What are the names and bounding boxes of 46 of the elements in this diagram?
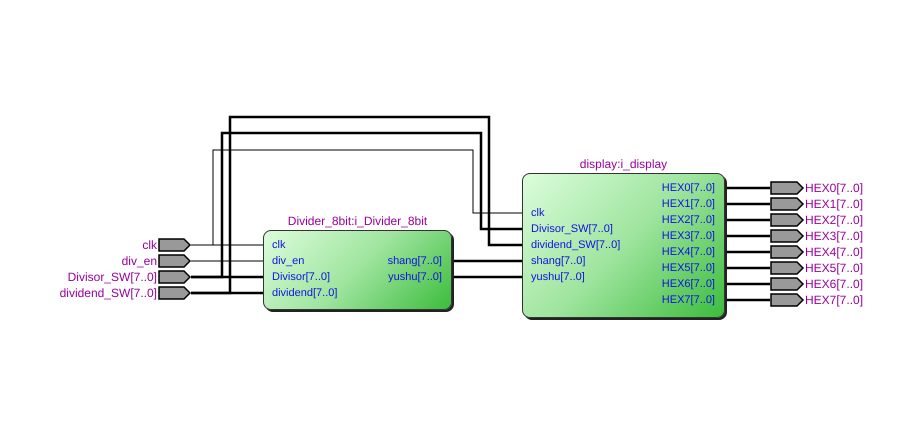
wire: [452, 276, 522, 278]
pin-name: HEX1[7..0]: [805, 197, 864, 211]
port-label: div_en: [263, 254, 304, 268]
port-label: HEX4[7..0]: [662, 245, 725, 259]
port-label: Divisor[7..0]: [263, 270, 330, 284]
port-label: shang[7..0]: [388, 254, 452, 268]
wire: [725, 186, 770, 190]
wire: [725, 250, 770, 254]
wire: [725, 282, 770, 286]
wire: [191, 116, 522, 294]
wire: [725, 234, 770, 238]
pin-name: dividend_SW[7..0]: [60, 286, 157, 300]
pin-name: HEX4[7..0]: [805, 245, 864, 259]
port-label: dividend[7..0]: [263, 286, 338, 300]
port-label: HEX7[7..0]: [662, 293, 725, 307]
wire: [725, 202, 770, 206]
pin-name: div_en: [122, 254, 157, 268]
port-label: clk: [263, 238, 286, 252]
port-label: HEX6[7..0]: [662, 277, 725, 291]
port-label: yushu[7..0]: [388, 270, 452, 284]
port-label: HEX5[7..0]: [662, 261, 725, 275]
wire: [191, 132, 522, 278]
wire: [725, 266, 770, 270]
pin-name: clk: [142, 238, 157, 252]
wire: [452, 260, 522, 262]
pin-name: HEX6[7..0]: [805, 277, 864, 291]
port-label: clk: [522, 206, 544, 220]
wire: [190, 260, 264, 262]
pin-name: Divisor_SW[7..0]: [68, 270, 157, 284]
port-label: HEX1[7..0]: [662, 197, 725, 211]
port-label: shang[7..0]: [522, 254, 586, 268]
wire: [725, 218, 770, 222]
module-title: display:i_display: [580, 157, 668, 171]
pin-name: HEX0[7..0]: [805, 181, 864, 195]
port-label: dividend_SW[7..0]: [522, 238, 620, 252]
port-label: HEX2[7..0]: [662, 213, 725, 227]
wire: [725, 298, 770, 302]
pin-name: HEX5[7..0]: [805, 261, 864, 275]
pin-name: HEX3[7..0]: [805, 229, 864, 243]
port-label: Divisor_SW[7..0]: [522, 222, 613, 236]
pin-name: HEX2[7..0]: [805, 213, 864, 227]
port-label: yushu[7..0]: [522, 270, 585, 284]
module-title: Divider_8bit:i_Divider_8bit: [288, 214, 428, 228]
port-label: HEX3[7..0]: [662, 229, 725, 243]
pin-name: HEX7[7..0]: [805, 293, 864, 307]
port-label: HEX0[7..0]: [662, 181, 725, 195]
